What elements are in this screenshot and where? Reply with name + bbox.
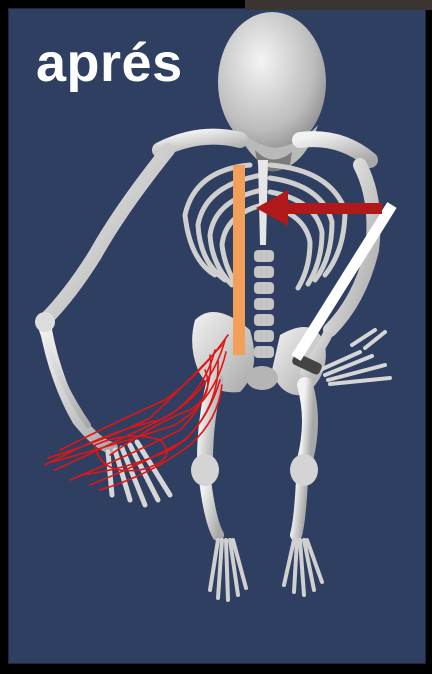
title-apres: aprés: [36, 36, 183, 90]
legs: [205, 380, 310, 535]
left-elbow: [35, 312, 55, 332]
skull: [218, 12, 326, 172]
feet: [210, 540, 322, 600]
top-edge-shadow: [245, 0, 432, 10]
left-arm: [42, 150, 168, 448]
spine: [254, 250, 274, 358]
orange-vertical-line: [233, 165, 245, 355]
left-knee: [191, 454, 219, 486]
right-knee: [290, 454, 318, 486]
